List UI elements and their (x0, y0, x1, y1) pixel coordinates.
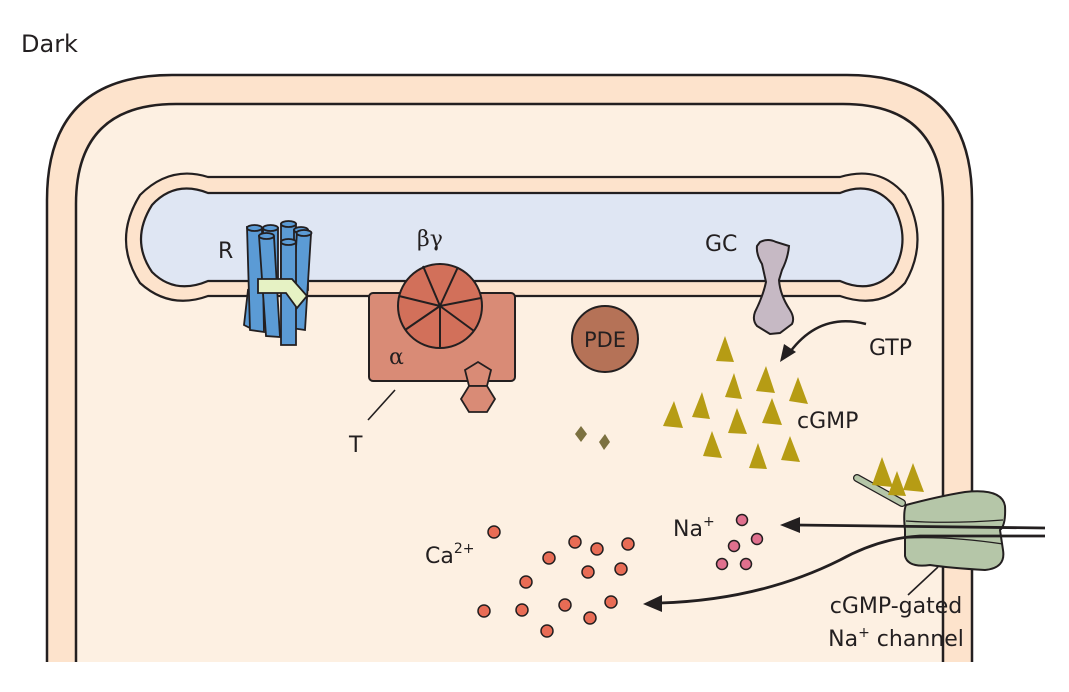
rhodopsin-label: R (218, 239, 233, 264)
bottom-margin (0, 663, 1069, 692)
bound-cgmp (903, 463, 924, 492)
na-label: Na+ (673, 514, 715, 542)
gmp-fragment (599, 434, 610, 450)
title: Dark (21, 30, 78, 58)
ca-ion (604, 595, 618, 609)
ca-ion (515, 603, 529, 617)
cgmp-molecule (762, 398, 782, 425)
channel-label-line2: Na+ channel (828, 625, 964, 652)
beta-gamma-label: βγ (417, 227, 443, 252)
ca-ion (477, 604, 491, 618)
cgmp-gated-channel: cGMP-gated Na+ channel (828, 457, 1007, 652)
na-ions (715, 513, 764, 571)
plasma-membrane-inner-line (74, 102, 945, 662)
ca-ion (583, 611, 597, 625)
transducin-beta-gamma-subunit (397, 263, 483, 349)
ca-ion (487, 525, 501, 539)
ca-ion (590, 542, 604, 556)
gtp-label: GTP (869, 336, 912, 361)
transducin: α βγ T (348, 227, 516, 458)
disc-lumen (140, 187, 904, 288)
ca-ion (621, 537, 635, 551)
transducin-leader-line (367, 389, 396, 421)
ca-ion (540, 624, 554, 638)
cgmp-molecule (716, 336, 734, 362)
pde-label: PDE (584, 328, 626, 352)
rhodopsin (243, 220, 313, 346)
gc-label: GC (705, 232, 737, 257)
na-ion (715, 557, 729, 571)
cgmp-molecule (692, 392, 710, 419)
cgmp-molecule (663, 401, 683, 428)
cgmp-molecule (749, 443, 767, 469)
na-ion (735, 513, 749, 527)
gmp-fragment (575, 426, 587, 442)
na-ion (727, 539, 741, 553)
cgmp-label: cGMP (797, 409, 858, 434)
ca-ion (581, 565, 595, 579)
ca-label: Ca2+ (425, 541, 474, 569)
plasma-membrane-outer-line (45, 73, 974, 662)
na-influx-arrow (780, 517, 1046, 533)
ca-ions (477, 525, 635, 638)
pde: PDE (571, 305, 639, 373)
ca-ion (614, 562, 628, 576)
cgmp-molecule (728, 408, 747, 434)
cgmp-molecules: cGMP (663, 336, 858, 469)
gmp-fragments (575, 426, 610, 450)
retinal (257, 278, 309, 310)
na-ion (750, 532, 764, 546)
ca-ion (542, 551, 556, 565)
guanylyl-cyclase: GC (705, 232, 795, 336)
cgmp-molecule (781, 436, 800, 462)
cgmp-molecule (725, 373, 742, 399)
disc (124, 172, 919, 302)
ca-ion (568, 535, 582, 549)
gdp-molecule (459, 360, 497, 413)
ca-ion (519, 575, 533, 589)
gtp-arrow: GTP (780, 320, 912, 362)
channel-label-line1: cGMP-gated (830, 594, 962, 619)
alpha-label: α (389, 345, 404, 370)
cgmp-molecule (703, 431, 722, 458)
ca-influx-arrow (643, 534, 1045, 612)
bound-cgmp (872, 457, 893, 487)
na-ion (739, 557, 753, 571)
ca-ion (558, 598, 572, 612)
cgmp-molecule (789, 377, 808, 404)
cgmp-molecule (756, 366, 775, 393)
transducin-label: T (348, 433, 363, 458)
bound-cgmp (888, 471, 906, 496)
